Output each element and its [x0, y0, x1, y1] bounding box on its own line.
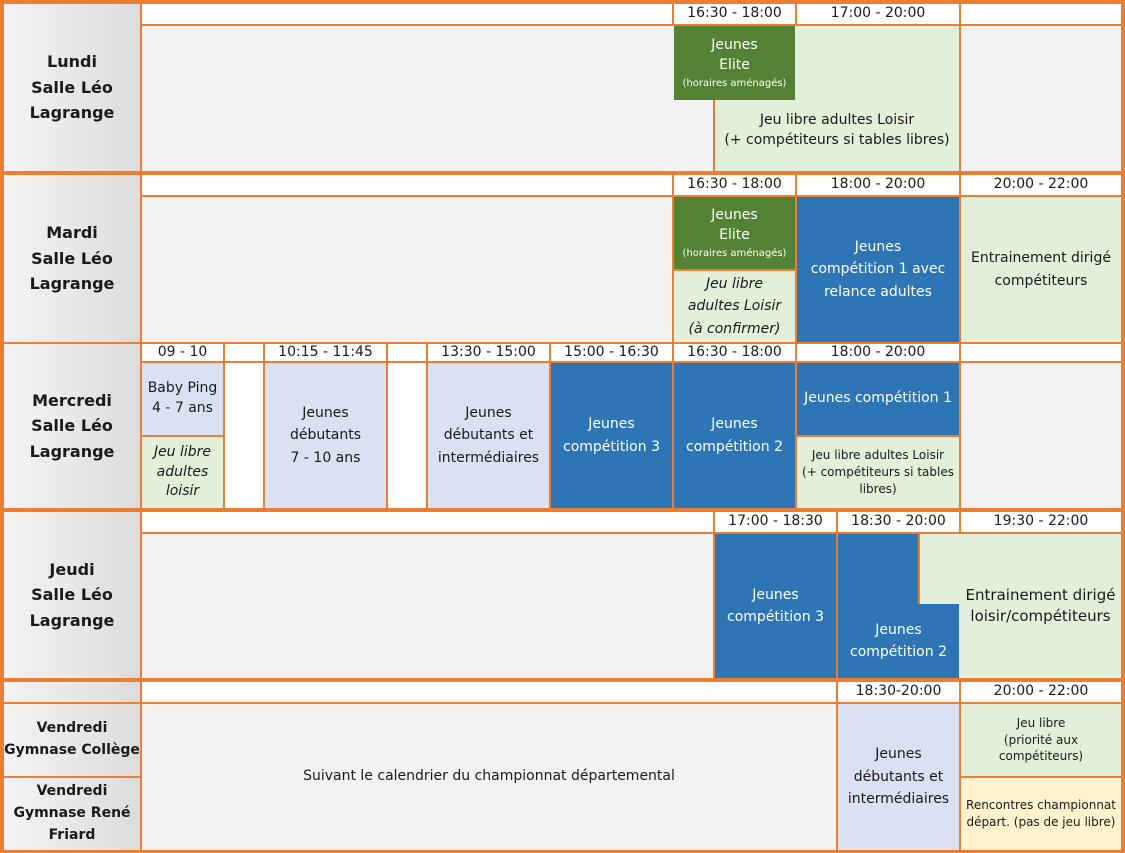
header-blank: [142, 4, 672, 24]
header-blank: [142, 682, 836, 702]
session-jeunes-competition-1: Jeunes compétition 1: [797, 363, 959, 435]
time-header: 18:30-20:00: [838, 682, 959, 702]
session-entrainement-dirige: Entrainement dirigé compétiteurs: [961, 197, 1121, 342]
session-jeu-libre-loisir: Jeu libre adultes loisir: [142, 437, 223, 508]
session-jeunes-elite: Jeunes Elite (horaires aménagés): [674, 26, 795, 100]
session-jeunes-elite: Jeunes Elite (horaires aménagés): [674, 197, 795, 269]
header-blank: [225, 344, 263, 361]
session-block-extension: [838, 534, 918, 604]
day-label-vendredi-friard: Vendredi Gymnase René Friard: [4, 778, 140, 850]
session-jeunes-competition-3: Jeunes compétition 3: [551, 363, 672, 508]
time-header: 18:30 - 20:00: [838, 512, 959, 532]
header-blank: [961, 344, 1121, 361]
day-label-vendredi-college: Vendredi Gymnase Collège: [4, 704, 140, 776]
time-header: 16:30 - 18:00: [674, 344, 795, 361]
empty-slot: [142, 197, 672, 342]
session-rencontres-championnat: Rencontres championnat départ. (pas de j…: [961, 778, 1121, 850]
day-label-mardi: Mardi Salle Léo Lagrange: [4, 175, 140, 342]
session-jeu-libre-loisir: Jeu libre adultes Loisir (à confirmer): [674, 271, 795, 342]
session-jeunes-competition-2: Jeunes compétition 2: [674, 363, 795, 508]
time-header: 13:30 - 15:00: [428, 344, 549, 361]
session-jeunes-competition-2: Jeunes compétition 2: [838, 604, 959, 678]
session-jeunes-competition-1: Jeunes compétition 1 avec relance adulte…: [797, 197, 959, 342]
session-jeu-libre: Jeu libre (priorité aux compétiteurs): [961, 704, 1121, 776]
header-blank: [388, 344, 426, 361]
session-jeunes-debutants-intermediaires: Jeunes débutants et intermédiaires: [838, 704, 959, 850]
session-jeunes-debutants-intermediaires: Jeunes débutants et intermédiaires: [428, 363, 549, 508]
time-header: 16:30 - 18:00: [674, 4, 795, 24]
empty-slot: [225, 363, 263, 508]
session-title: Jeunes Elite: [711, 207, 758, 243]
session-note: (horaires aménagés): [682, 247, 787, 259]
time-header: 15:00 - 16:30: [551, 344, 672, 361]
time-header: 17:00 - 20:00: [797, 4, 959, 24]
time-header: 20:00 - 22:00: [961, 682, 1121, 702]
time-header: 20:00 - 22:00: [961, 175, 1121, 195]
time-header: 16:30 - 18:00: [674, 175, 795, 195]
header-blank: [142, 175, 672, 195]
day-label-lundi: Lundi Salle Léo Lagrange: [4, 4, 140, 171]
day-label-mercredi: Mercredi Salle Léo Lagrange: [4, 344, 140, 508]
time-header: 18:00 - 20:00: [797, 344, 959, 361]
empty-slot: [142, 534, 713, 678]
session-jeu-libre-loisir: Jeu libre adultes Loisir (+ compétiteurs…: [797, 437, 959, 508]
empty-slot: [142, 26, 713, 171]
time-header: 17:00 - 18:30: [715, 512, 836, 532]
empty-slot: [388, 363, 426, 508]
header-blank: [142, 512, 713, 532]
session-note: (horaires aménagés): [682, 77, 787, 89]
time-header: 09 - 10: [142, 344, 223, 361]
session-jeunes-competition-3: Jeunes compétition 3: [715, 534, 836, 678]
session-baby-ping: Baby Ping 4 - 7 ans: [142, 363, 223, 435]
championnat-note: Suivant le calendrier du championnat dép…: [142, 704, 836, 850]
time-header: 18:00 - 20:00: [797, 175, 959, 195]
session-title: Jeunes Elite: [711, 37, 758, 73]
day-header-blank: [4, 682, 140, 702]
time-header: 10:15 - 11:45: [265, 344, 386, 361]
header-blank: [961, 4, 1121, 24]
day-label-jeudi: Jeudi Salle Léo Lagrange: [4, 512, 140, 678]
empty-slot: [961, 26, 1121, 171]
session-jeunes-debutants: Jeunes débutants 7 - 10 ans: [265, 363, 386, 508]
empty-slot: [961, 363, 1121, 508]
time-header: 19:30 - 22:00: [961, 512, 1121, 532]
